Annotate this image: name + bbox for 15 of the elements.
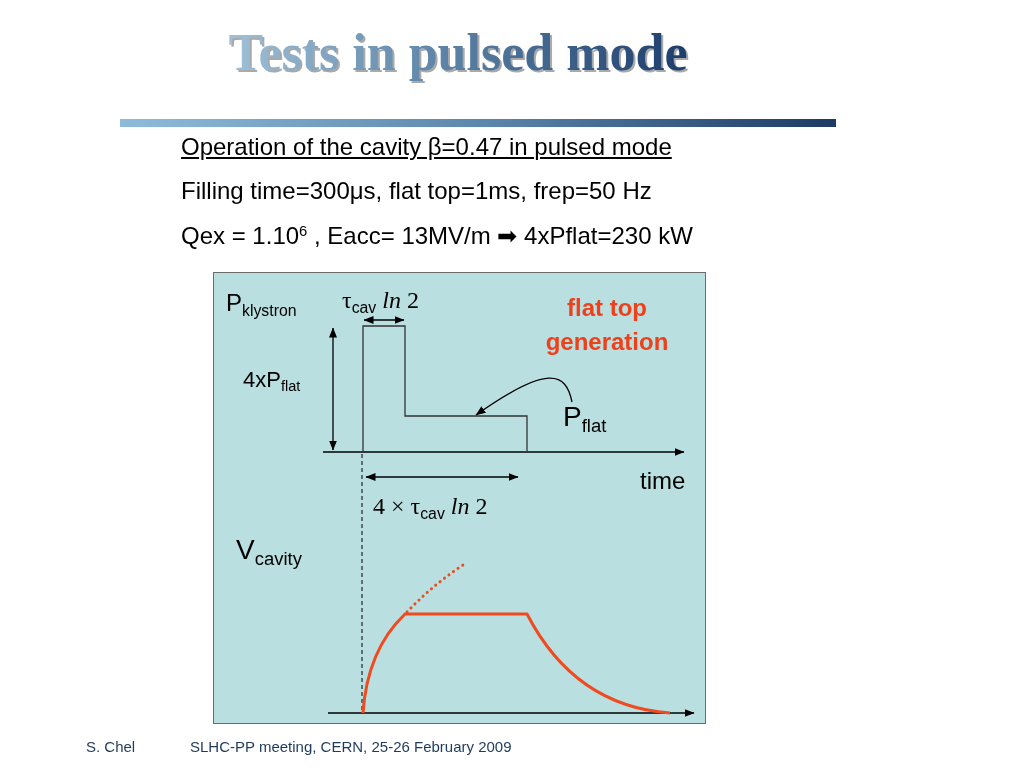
axis-label: time — [640, 467, 686, 495]
axis-label: V$_{cavity}$ — [236, 534, 302, 567]
footer-text: SLHC-PP meeting, CERN, 25-26 February 2009 — [190, 738, 512, 756]
leader-arrow — [475, 377, 573, 416]
annotation-text: flat top generation — [544, 293, 670, 357]
dimension-label: 4xP$_{flat}$ — [243, 367, 301, 393]
body-text: Qex = 1.10$^{6}$ , Eacc= 13MV/m ➡ 4xPflat=230 kW — [181, 222, 693, 250]
dimension-label: 4 × τ$_{cav}$ ln 2 — [373, 493, 488, 521]
heading-text: Operation of the cavity β=0.47 in pulsed mode — [181, 133, 672, 161]
power-pulse-waveform — [362, 325, 528, 453]
footer-text: S. Chel — [86, 738, 136, 756]
dimension-label: τ$_{cav}$ ln 2 — [342, 287, 419, 315]
body-text: Filling time=300μs, flat top=1ms, frep=50 Hz — [181, 177, 652, 205]
axis-label: P$_{klystron}$ — [226, 289, 297, 317]
level-label: P$_{flat}$ — [563, 401, 607, 434]
